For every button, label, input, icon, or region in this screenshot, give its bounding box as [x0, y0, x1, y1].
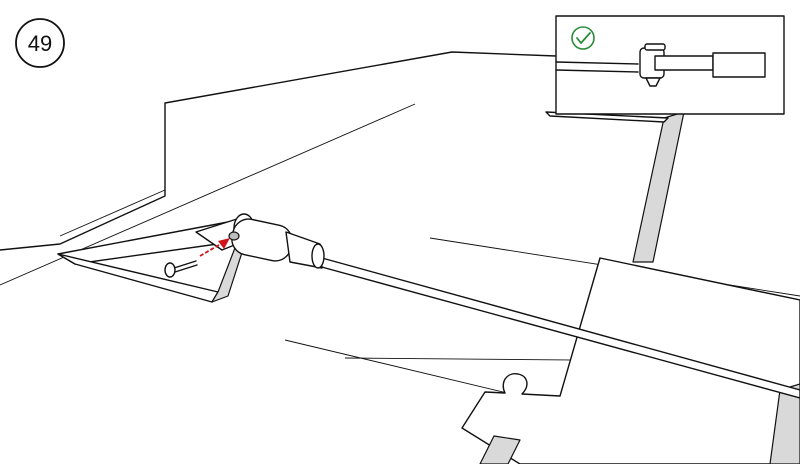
check-circle-icon — [571, 26, 595, 50]
screw-pin — [164, 260, 198, 278]
insertion-arrow — [199, 238, 230, 257]
detail-inset — [555, 15, 785, 115]
bottom-panel — [461, 257, 800, 464]
mounting-bracket — [57, 217, 263, 303]
step-number-badge: 49 — [15, 18, 65, 68]
hinge-assembly — [228, 213, 325, 269]
step-number: 49 — [28, 31, 52, 56]
side-board — [545, 111, 685, 263]
inset-hinge-detail — [555, 43, 766, 87]
